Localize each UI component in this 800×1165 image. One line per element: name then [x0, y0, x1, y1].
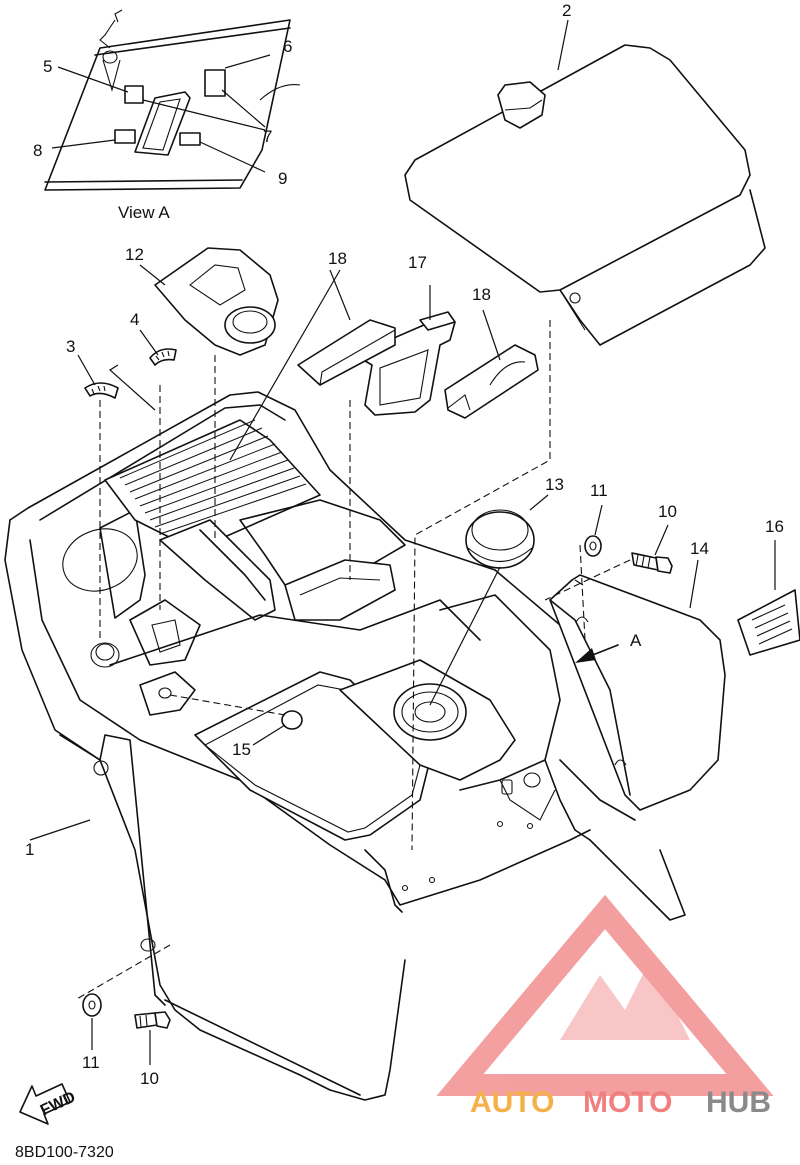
callout-numbers: 1 2 3 4 5 6 7 8 9 10 10 11 11 12 13 14 1… [25, 1, 784, 1088]
clip-part-4 [149, 348, 177, 366]
plug-part-15 [281, 710, 303, 730]
bolt-part-10-lower [134, 1011, 171, 1029]
watermark-part3: HUB [706, 1086, 771, 1119]
bolt-part-10-upper [631, 552, 673, 574]
fuse-6 [204, 69, 226, 97]
callout-11-upper: 11 [590, 481, 608, 500]
view-a-label: View A [118, 203, 170, 222]
view-a-inset [44, 9, 301, 191]
washer-part-11-upper [584, 535, 602, 557]
fuse-9 [179, 132, 201, 146]
callout-8: 8 [33, 141, 42, 160]
watermark-text: AUTO MOTO HUB [470, 1086, 771, 1119]
pad-part-18-right [444, 344, 539, 419]
fuse-8 [114, 129, 136, 144]
callout-2: 2 [562, 1, 571, 20]
callout-17: 17 [408, 253, 427, 272]
diagram-code: 8BD100-7320 [15, 1144, 114, 1161]
callout-13: 13 [545, 475, 564, 494]
lid-part-2 [404, 44, 766, 346]
callout-5: 5 [43, 57, 52, 76]
callout-15: 15 [232, 740, 251, 759]
callout-6: 6 [283, 37, 292, 56]
label-plate-part-16 [737, 589, 800, 656]
callout-10-lower: 10 [140, 1069, 159, 1088]
fuse-5 [124, 85, 144, 104]
callout-4: 4 [130, 310, 139, 329]
bracket-part-17 [354, 311, 456, 416]
callout-18-right: 18 [472, 285, 491, 304]
callout-3: 3 [66, 337, 75, 356]
watermark-part2: MOTO [583, 1086, 672, 1119]
leader-lines [29, 264, 776, 1065]
callout-9: 9 [278, 169, 287, 188]
fwd-arrow-icon [19, 1083, 71, 1125]
callout-1: 1 [25, 840, 34, 859]
callout-18-left: 18 [328, 249, 347, 268]
callout-11-lower: 11 [82, 1053, 100, 1072]
front-panel-part-1 [4, 391, 686, 1101]
callout-16: 16 [765, 517, 784, 536]
side-cover-part-14 [549, 574, 726, 811]
grommet-part-13 [465, 509, 535, 569]
view-arrow-label: A [630, 631, 642, 650]
clip-part-3 [84, 382, 119, 399]
callout-7: 7 [263, 127, 272, 146]
cover-part-12 [154, 247, 279, 356]
pad-part-18-left [297, 319, 396, 386]
callout-12: 12 [125, 245, 144, 264]
watermark-part1: AUTO [470, 1086, 554, 1119]
callout-10-upper: 10 [658, 502, 677, 521]
washer-part-11-lower [82, 993, 102, 1017]
callout-14: 14 [690, 539, 709, 558]
watermark-logo-icon [436, 894, 774, 1096]
